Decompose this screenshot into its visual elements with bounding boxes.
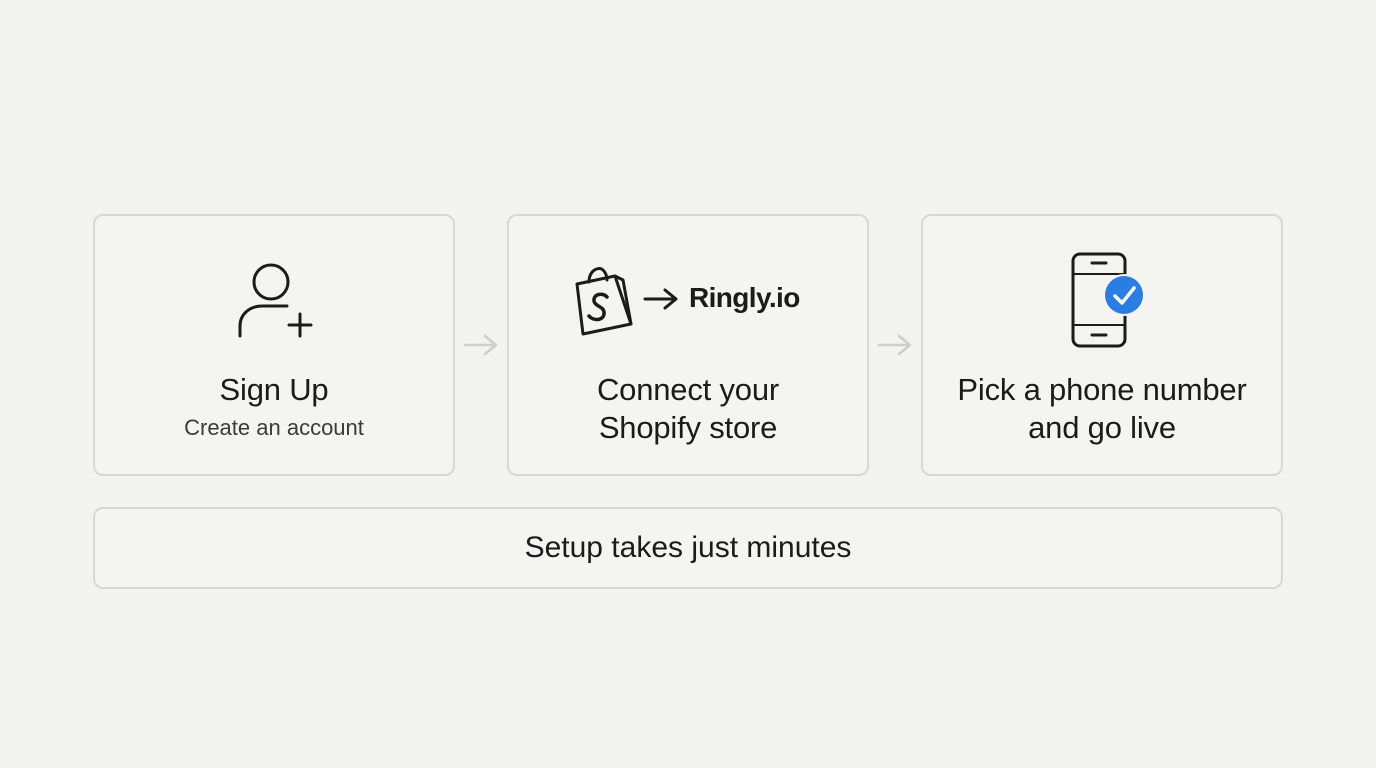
step-title-line-1: Pick a phone number <box>957 372 1247 407</box>
step-title-line-2: Shopify store <box>598 410 778 445</box>
setup-time-banner: Setup takes just minutes <box>93 507 1283 589</box>
step-subtitle: Create an account <box>184 415 364 440</box>
arrow-right-icon <box>643 288 679 310</box>
shopify-bag-icon <box>571 264 635 336</box>
step-title-line-1: Connect your <box>597 372 779 407</box>
arrow-right-icon <box>877 333 913 357</box>
step-title: Sign Up <box>219 372 329 407</box>
arrow-right-icon <box>463 333 499 357</box>
step-card-sign-up: Sign Up Create an account <box>93 214 455 476</box>
step-title-line-2: and go live <box>1028 410 1176 445</box>
brand-logo-text: Ringly.io <box>689 282 800 313</box>
user-plus-icon <box>231 260 321 340</box>
banner-text: Setup takes just minutes <box>524 531 852 564</box>
step-card-connect-shopify: Ringly.io Connect your Shopify store <box>507 214 869 476</box>
step-card-pick-phone-number: Pick a phone number and go live <box>921 214 1283 476</box>
phone-check-icon <box>1071 252 1151 350</box>
